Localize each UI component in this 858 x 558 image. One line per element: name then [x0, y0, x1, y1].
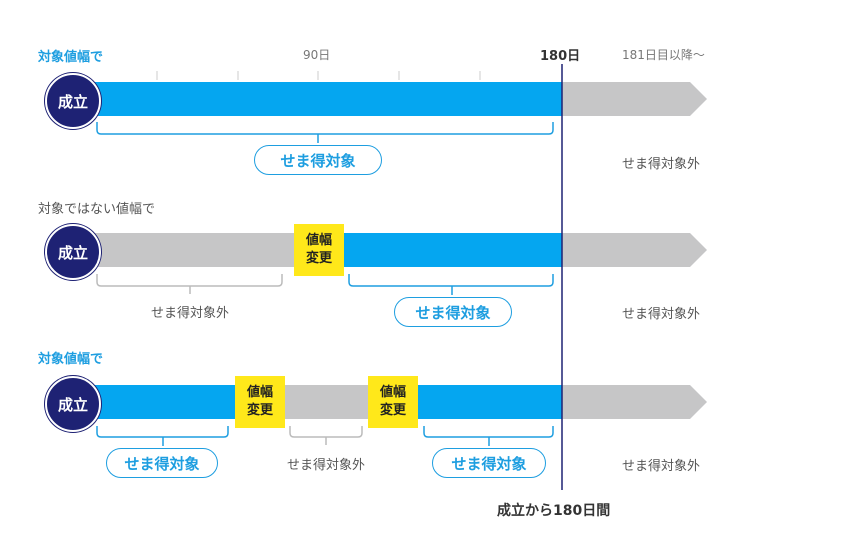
row3-change-badge-2: 値幅 変更 — [368, 376, 418, 428]
row3-pill-2: せま得対象 — [432, 448, 546, 478]
row1-gray-arrow — [562, 82, 707, 116]
row3-change-badge-1: 値幅 変更 — [235, 376, 285, 428]
row1-pill: せま得対象 — [254, 145, 382, 175]
row3-badge2-line1: 値幅 — [379, 385, 406, 400]
row2-heading: 対象ではない値幅で — [38, 202, 156, 217]
axis-label-90: 90日 — [303, 48, 331, 62]
row2-start-label: 成立 — [57, 243, 88, 262]
row2-change-badge: 値幅 変更 — [294, 224, 344, 276]
axis-label-after: 181日目以降〜 — [622, 48, 705, 62]
row2-gray-segment — [78, 233, 296, 267]
row2-gray-arrow — [562, 233, 707, 267]
row1-bracket — [96, 122, 554, 143]
row1-after-label: せま得対象外 — [622, 157, 701, 172]
row1-bar — [78, 82, 707, 116]
row3-blue-bracket-2 — [423, 426, 554, 446]
row1-start-circle: 成立 — [45, 73, 101, 129]
row3-gray-segment — [284, 385, 372, 419]
row1-blue-segment — [78, 82, 562, 116]
row3-start-circle: 成立 — [45, 376, 101, 432]
deadline-label: 成立から180日間 — [497, 503, 611, 519]
row2-gray-label: せま得対象外 — [150, 306, 229, 321]
row3-gray-bracket — [289, 426, 363, 445]
axis-ticks — [156, 71, 481, 80]
row1-heading: 対象値幅で — [38, 50, 104, 65]
row3-bar — [78, 385, 707, 419]
row2-gray-bracket — [96, 274, 283, 294]
row3-after-label: せま得対象外 — [622, 459, 701, 474]
row3-badge2-line2: 変更 — [379, 403, 406, 418]
row2-badge-line2: 変更 — [305, 251, 332, 266]
row3-gray-arrow — [562, 385, 707, 419]
row3-blue-segment-1 — [78, 385, 238, 419]
row3-badge1-line2: 変更 — [246, 403, 273, 418]
row2-after-label: せま得対象外 — [622, 307, 701, 322]
row3-heading: 対象値幅で — [38, 352, 104, 367]
row2-bar — [78, 233, 707, 267]
row3-gray-label: せま得対象外 — [286, 458, 365, 473]
row3-blue-segment-2 — [416, 385, 562, 419]
row2-badge-line1: 値幅 — [305, 233, 332, 248]
row3-pill-1: せま得対象 — [106, 448, 218, 478]
row3-start-label: 成立 — [57, 395, 88, 414]
row2-pill: せま得対象 — [394, 297, 512, 327]
row1-start-label: 成立 — [57, 92, 88, 111]
row3-blue-bracket-1 — [96, 426, 229, 446]
axis-label-180: 180日 — [540, 49, 581, 64]
row2-blue-segment — [344, 233, 562, 267]
row2-start-circle: 成立 — [45, 224, 101, 280]
row3-badge1-line1: 値幅 — [246, 385, 273, 400]
row2-blue-bracket — [348, 274, 554, 295]
